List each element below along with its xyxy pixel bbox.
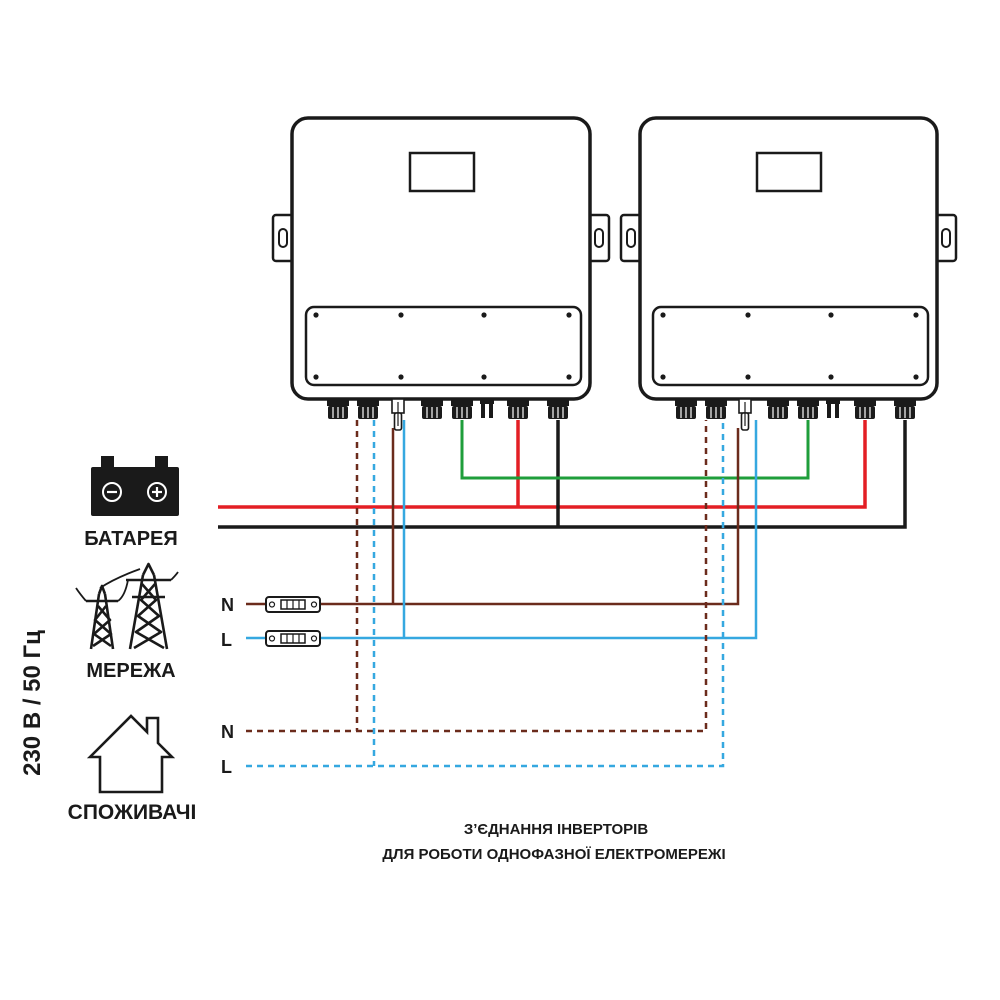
grid-label: МЕРЕЖА — [86, 660, 175, 682]
consumer-line-wire — [246, 420, 725, 768]
battery-icon — [91, 456, 179, 516]
terminal-connector — [705, 399, 727, 419]
battery-label: БАТАРЕЯ — [84, 528, 178, 550]
communication-port — [480, 399, 494, 418]
inverter-terminal-cover — [304, 305, 583, 387]
caption-line-2: ДЛЯ РОБОТИ ОДНОФАЗНОЇ ЕЛЕКТРОМЕРЕЖІ — [382, 846, 725, 863]
parallel-link-wire — [460, 420, 810, 480]
terminal-connector — [547, 399, 569, 419]
battery-positive-wire — [218, 420, 867, 509]
mounting-ear-right — [933, 213, 958, 263]
house-icon — [86, 714, 176, 794]
terminal-connector — [507, 399, 529, 419]
grid-line-wire — [246, 420, 758, 640]
inverter-body — [290, 116, 592, 401]
battery-negative-wire — [218, 420, 907, 529]
terminal-connector — [421, 399, 443, 419]
inverter-connectors — [327, 398, 569, 431]
terminal-connector — [797, 399, 819, 419]
terminal-connector — [675, 399, 697, 419]
circuit-breaker-icon — [265, 630, 321, 647]
mounting-ear-right — [586, 213, 611, 263]
grid-neutral-label: N — [221, 595, 234, 615]
communication-port — [826, 399, 840, 418]
circuit-breaker-icon — [265, 596, 321, 613]
terminal-connector — [894, 399, 916, 419]
inverter-terminal-cover — [651, 305, 930, 387]
terminal-connector — [854, 399, 876, 419]
inverter-icon — [271, 116, 611, 431]
consumer-neutral-wire — [246, 420, 708, 733]
grid-neutral-wire — [246, 428, 740, 606]
terminal-connector — [767, 399, 789, 419]
terminal-connector — [357, 399, 379, 419]
voltage-label: 230 В / 50 Гц — [19, 630, 46, 776]
inverter-display — [755, 151, 823, 193]
caption-line-1: З’ЄДНАННЯ ІНВЕРТОРІВ — [464, 821, 648, 838]
inverter-icon — [619, 116, 958, 431]
consumers-label: СПОЖИВАЧІ — [68, 801, 197, 824]
terminal-connector — [327, 399, 349, 419]
inverter-connectors — [675, 398, 916, 431]
inverter-body — [638, 116, 939, 401]
power-tower-icon — [75, 562, 179, 650]
ac-terminal — [738, 398, 752, 431]
consumer-line-label: L — [221, 757, 232, 777]
terminal-connector — [451, 399, 473, 419]
ac-terminal — [391, 398, 405, 431]
consumer-neutral-label: N — [221, 722, 234, 742]
grid-line-label: L — [221, 630, 232, 650]
inverter-display — [408, 151, 476, 193]
wiring — [218, 420, 907, 768]
